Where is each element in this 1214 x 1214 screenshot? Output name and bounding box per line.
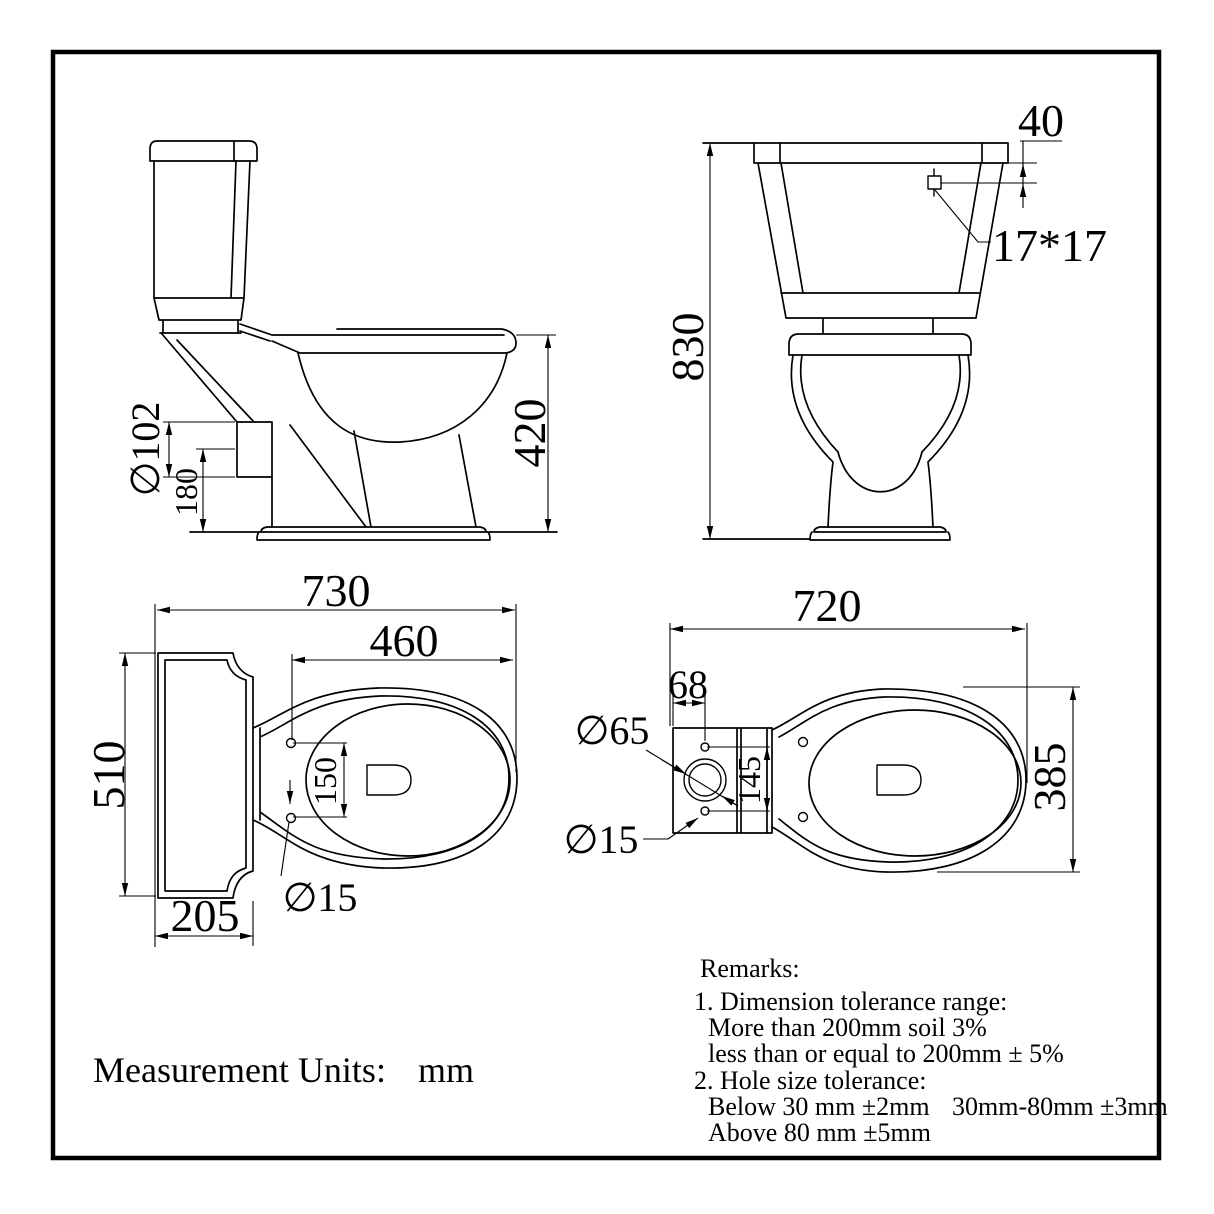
hinge-hole-leader [280, 821, 290, 877]
plan-right-bowl-outline [771, 688, 1027, 873]
plan-left-bowl-outline [252, 687, 518, 869]
inlet-hole-arrow-lower [721, 795, 739, 807]
hinge-spacing-label: 150 [307, 757, 343, 805]
side-rear-outlet [161, 333, 367, 528]
drawing-border [50, 49, 1162, 1161]
total-height-label: 830 [662, 313, 713, 382]
hole-size-leader-line [934, 189, 991, 243]
plan-view-right: 720 68 ∅65 145 ∅15 385 [564, 580, 1080, 873]
remarks-title: Remarks: [700, 954, 800, 983]
front-plinth-floor [702, 526, 951, 541]
outlet-diameter-label: ∅102 [123, 402, 168, 497]
remarks-block: Remarks: 1. Dimension tolerance range: M… [694, 954, 1168, 1147]
plan-left-extension-lines [119, 604, 517, 947]
plan-right-extension-lines [669, 623, 1080, 873]
side-tank-lid [149, 140, 258, 162]
plan-right-flush-spot [876, 764, 922, 796]
remarks-item1: 1. Dimension tolerance range: [694, 987, 1007, 1016]
plan-left-flush-spot [366, 764, 412, 796]
hinge-hole-label: ∅15 [283, 875, 358, 920]
hinge-hole-bottom [285, 812, 297, 824]
side-tank-body [153, 160, 251, 334]
inlet-hole-outer [683, 758, 727, 802]
remarks-item2b: 30mm-80mm ±3mm [952, 1092, 1168, 1121]
fixing-hole-label: ∅15 [564, 817, 639, 862]
front-bowl [790, 354, 971, 528]
inlet-offset-label: 68 [668, 662, 708, 707]
plan-left-tank [157, 652, 254, 899]
units-value: mm [418, 1050, 474, 1090]
side-pedestal-plinth [189, 430, 558, 541]
outlet-diameter-extension-lines [163, 421, 235, 478]
front-tank-lid [702, 142, 1009, 164]
outlet-height-label: 180 [168, 468, 204, 516]
remarks-item1a: More than 200mm soil 3% [708, 1013, 987, 1042]
front-tank-body [757, 162, 1004, 319]
inlet-hole-arrow-upper [661, 759, 687, 775]
front-connector-seat [788, 317, 972, 356]
seat-depth-label: 460 [370, 615, 439, 666]
remarks-item2c: Above 80 mm ±5mm [708, 1118, 931, 1147]
plan-right-tank [672, 727, 773, 834]
remarks-item2: 2. Hole size tolerance: [694, 1066, 926, 1095]
total-width-label: 510 [83, 741, 134, 810]
total-depth-label: 730 [302, 565, 371, 616]
tank-depth-label: 205 [171, 890, 240, 941]
side-view: ∅102 180 420 [123, 140, 558, 541]
plan-left-seat-opening [305, 703, 511, 857]
hole-spacing-label: 145 [731, 756, 767, 804]
inlet-hole-inner [688, 763, 722, 797]
plan-view-left: 730 460 510 205 150 ∅15 [83, 565, 518, 947]
footer: Measurement Units: mm [93, 1050, 474, 1090]
inlet-hole-label: ∅65 [575, 708, 650, 753]
side-seat-and-bowl [239, 323, 517, 443]
fixing-hole-arrow [667, 817, 699, 840]
hole-size-label: 17*17 [992, 220, 1107, 271]
remarks-item1b: less than or equal to 200mm ± 5% [708, 1039, 1064, 1068]
front-view: 830 40 17*17 [662, 95, 1107, 541]
bowl-width-label: 385 [1024, 743, 1075, 812]
right-total-depth-label: 720 [793, 580, 862, 631]
plan-right-hinge-hole-bottom [797, 811, 809, 823]
hole-offset-label: 40 [1018, 95, 1064, 146]
plan-right-seat-opening [808, 709, 1022, 857]
plan-right-hinge-hole-top [797, 736, 809, 748]
remarks-item2a: Below 30 mm ±2mm [708, 1092, 930, 1121]
units-label: Measurement Units: [93, 1050, 386, 1090]
water-inlet-hole-square [927, 168, 942, 197]
seat-height-label: 420 [504, 399, 555, 468]
